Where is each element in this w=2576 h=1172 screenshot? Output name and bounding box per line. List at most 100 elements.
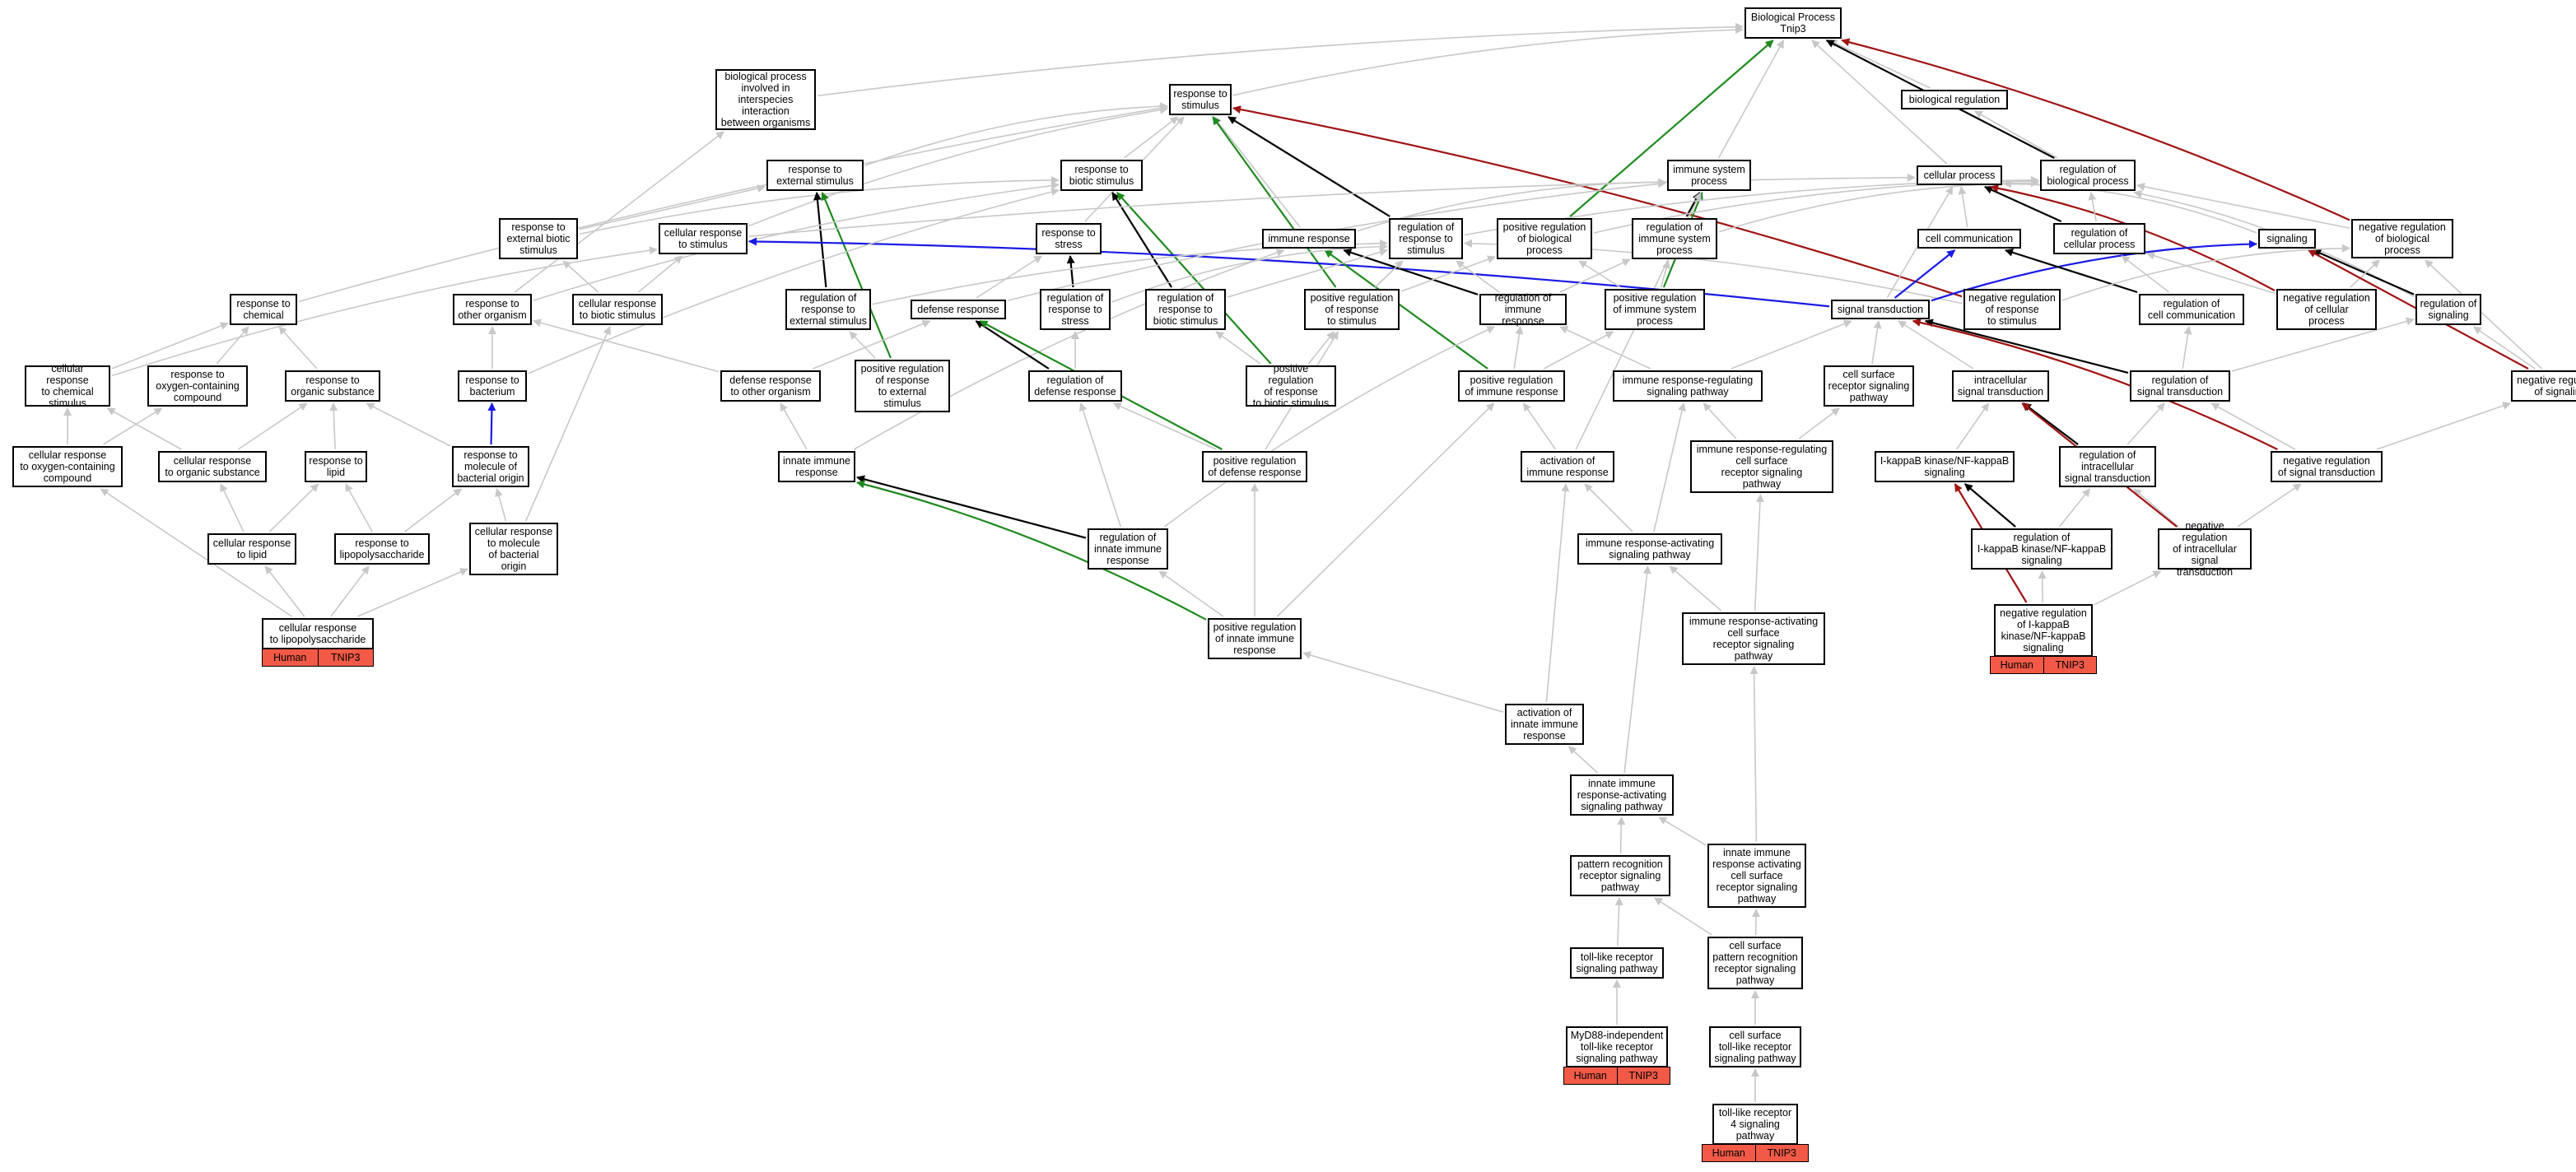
go-term-ext-biotic[interactable]: response to external biotic stimulus <box>499 218 578 259</box>
go-term-negregikb[interactable]: negative regulation of I-kappaB kinase/N… <box>1994 604 2093 657</box>
go-term-cellcomm[interactable]: cell communication <box>1917 229 2021 249</box>
go-term-cs-tlr[interactable]: cell surface toll-like receptor signalin… <box>1709 1026 1801 1067</box>
go-term-cellresp-chem[interactable]: cellular response to chemical stimulus <box>25 363 110 409</box>
go-term-lipid[interactable]: response to lipid <box>305 451 367 482</box>
edge-is-a <box>1543 331 1614 370</box>
go-term-sigtrans[interactable]: signal transduction <box>1831 300 1930 319</box>
go-term-iira-sig[interactable]: innate immune response-activating signal… <box>1570 774 1674 816</box>
go-term-negregbp[interactable]: negative regulation of biological proces… <box>2351 219 2453 258</box>
go-term-regdefense[interactable]: regulation of defense response <box>1028 370 1122 402</box>
edge-is-a <box>103 407 163 445</box>
go-term-lps[interactable]: response to lipopolysaccharide <box>334 533 430 565</box>
go-term-actinnate[interactable]: activation of innate immune response <box>1505 704 1584 745</box>
go-term-label: regulation of biological process <box>2047 164 2129 187</box>
go-term-actimmresp[interactable]: activation of immune response <box>1521 451 1614 482</box>
go-term-defense[interactable]: defense response <box>911 300 1006 319</box>
edge-is-a <box>1078 402 1122 528</box>
go-term-prr[interactable]: pattern recognition receptor signaling p… <box>1570 855 1670 896</box>
go-term-negregresp-stim[interactable]: negative regulation of response to stimu… <box>1963 289 2061 330</box>
go-term-posregresp-biotic[interactable]: positive regulation of response to bioti… <box>1246 363 1336 409</box>
go-term-ikb[interactable]: I-kappaB kinase/NF-kappaB signaling <box>1875 451 2015 482</box>
go-term-regcellcomm[interactable]: regulation of cell communication <box>2139 294 2244 325</box>
edge-is-a <box>2088 192 2097 222</box>
go-term-regsigtrans[interactable]: regulation of signal transduction <box>2130 370 2230 402</box>
go-term-regintracell[interactable]: regulation of intracellular signal trans… <box>2059 446 2156 487</box>
go-term-negregcellproc[interactable]: negative regulation of cellular process <box>2276 289 2377 330</box>
go-term-mol-bact[interactable]: response to molecule of bacterial origin <box>452 446 529 487</box>
go-term-iira-csr[interactable]: innate immune response activating cell s… <box>1707 844 1806 908</box>
go-term-ira-csr[interactable]: immune response-activating cell surface … <box>1682 612 1825 665</box>
go-term-innate[interactable]: innate immune response <box>778 451 855 482</box>
go-term-regbp[interactable]: regulation of biological process <box>2040 160 2136 191</box>
go-term-label: regulation of signaling <box>2420 298 2477 321</box>
go-term-bacterium[interactable]: response to bacterium <box>458 370 527 402</box>
edge-negative <box>1841 38 2350 221</box>
go-term-organic[interactable]: response to organic substance <box>285 370 380 402</box>
go-term-regimmresp[interactable]: regulation of immune response <box>1479 292 1567 327</box>
go-term-posregimmsys[interactable]: positive regulation of immune system pro… <box>1605 289 1705 330</box>
go-term-cellresp-molbact[interactable]: cellular response to molecule of bacteri… <box>469 523 558 575</box>
go-term-regresp-biotic[interactable]: regulation of response to biotic stimulu… <box>1145 289 1226 330</box>
go-term-cellresp-oxy[interactable]: cellular response to oxygen-containing c… <box>12 446 123 487</box>
go-term-cs-prr[interactable]: cell surface pattern recognition recepto… <box>1707 937 1803 989</box>
go-term-posreginnate[interactable]: positive regulation of innate immune res… <box>1208 618 1302 659</box>
go-term-irr-sig[interactable]: immune response-regulating signaling pat… <box>1613 370 1763 402</box>
go-term-posregresp-stim[interactable]: positive regulation of response to stimu… <box>1304 289 1400 330</box>
go-term-ext[interactable]: response to external stimulus <box>766 160 864 191</box>
go-term-cellresp-lps[interactable]: cellular response to lipopolysaccharide <box>262 618 374 649</box>
go-term-tlr[interactable]: toll-like receptor signaling pathway <box>1570 947 1664 979</box>
go-term-def-other[interactable]: defense response to other organism <box>720 370 821 402</box>
go-term-interspecies[interactable]: biological process involved in interspec… <box>715 69 816 130</box>
go-term-csr-sig[interactable]: cell surface receptor signaling pathway <box>1824 365 1914 407</box>
go-term-negregsigtrans[interactable]: negative regulation of signal transducti… <box>2271 451 2383 482</box>
go-term-regikb[interactable]: regulation of I-kappaB kinase/NF-kappaB … <box>1971 528 2113 570</box>
go-term-ira-sig[interactable]: immune response-activating signaling pat… <box>1577 533 1722 565</box>
go-term-label: Biological Process Tnip3 <box>1750 12 1836 35</box>
go-term-regimmsys[interactable]: regulation of immune system process <box>1632 218 1717 259</box>
go-term-regresp-stim[interactable]: regulation of response to stimulus <box>1389 218 1463 259</box>
go-term-chemical[interactable]: response to chemical <box>230 294 297 325</box>
go-term-bioreg[interactable]: biological regulation <box>1901 90 2008 109</box>
go-term-oxy[interactable]: response to oxygen-containing compound <box>147 365 248 407</box>
go-term-other-org[interactable]: response to other organism <box>453 294 532 325</box>
go-term-biotic[interactable]: response to biotic stimulus <box>1060 160 1143 191</box>
edge-is-a <box>853 249 1285 450</box>
go-term-posregimmresp[interactable]: positive regulation of immune response <box>1458 370 1565 402</box>
go-term-label: response to lipid <box>309 455 363 478</box>
go-term-tlr4[interactable]: toll-like receptor 4 signaling pathway <box>1712 1104 1798 1145</box>
go-term-signaling[interactable]: signaling <box>2258 229 2316 249</box>
go-term-cellproc[interactable]: cellular process <box>1917 165 2002 185</box>
go-term-negregsignaling[interactable]: negative regulation of signaling <box>2511 370 2576 402</box>
go-term-intracell[interactable]: intracellular signal transduction <box>1952 370 2049 402</box>
go-term-regcellproc[interactable]: regulation of cellular process <box>2053 223 2145 254</box>
edge-is-a <box>2182 326 2192 370</box>
go-term-myd88[interactable]: MyD88-independent toll-like receptor sig… <box>1566 1026 1668 1067</box>
go-term-irr-csr[interactable]: immune response-regulating cell surface … <box>1690 440 1833 493</box>
go-term-posregresp-ext[interactable]: positive regulation of response to exter… <box>855 360 950 412</box>
go-term-label: immune response-activating cell surface … <box>1689 616 1819 662</box>
go-term-cellresp-org[interactable]: cellular response to organic substance <box>158 451 267 482</box>
edge-regulates <box>487 402 496 445</box>
go-term-posregdefense[interactable]: positive regulation of defense response <box>1202 451 1307 482</box>
go-term-cellresp-stim[interactable]: cellular response to stimulus <box>659 223 748 254</box>
edge-positive <box>1116 192 1272 365</box>
go-term-regresp-ext[interactable]: regulation of response to external stimu… <box>785 289 871 330</box>
go-term-stress[interactable]: response to stress <box>1036 223 1102 254</box>
go-term-regsignaling[interactable]: regulation of signaling <box>2415 294 2481 325</box>
go-term-label: negative regulation of cellular process <box>2283 292 2370 327</box>
go-term-cellresp-lipid[interactable]: cellular response to lipid <box>207 533 296 565</box>
go-term-resp-stim[interactable]: response to stimulus <box>1169 84 1232 115</box>
go-term-regresp-stress[interactable]: regulation of response to stress <box>1040 289 1111 330</box>
go-term-bp[interactable]: Biological Process Tnip3 <box>1745 7 1842 39</box>
go-term-reginnate[interactable]: regulation of innate immune response <box>1088 528 1168 570</box>
go-term-immsys[interactable]: immune system process <box>1667 160 1751 191</box>
edge-is-a <box>345 483 373 533</box>
edge-is-a <box>1374 260 1404 288</box>
go-term-posregbp[interactable]: positive regulation of biological proces… <box>1497 218 1592 259</box>
go-term-negregintracell[interactable]: negative regulation of intracellular sig… <box>2158 520 2252 578</box>
go-term-cellresp-biotic[interactable]: cellular response to biotic stimulus <box>572 294 663 325</box>
go-term-label: positive regulation of innate immune res… <box>1213 621 1297 656</box>
edge-is-a <box>1578 260 1621 288</box>
go-term-immresp[interactable]: immune response <box>1262 229 1356 249</box>
